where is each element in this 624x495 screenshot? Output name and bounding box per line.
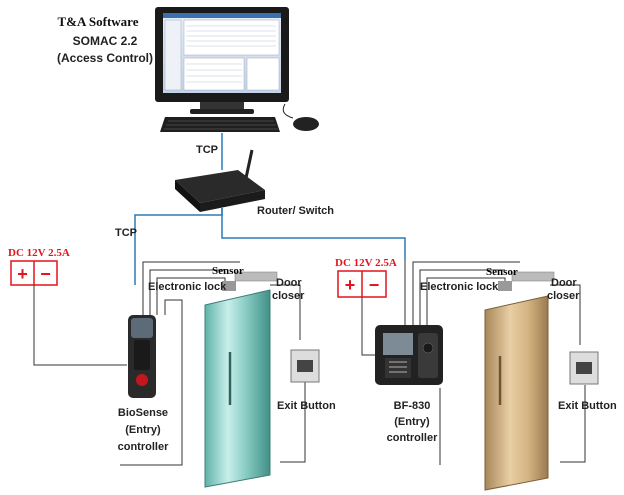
closer-label-right-2: closer — [547, 290, 580, 302]
exit-label-right: Exit Button — [558, 400, 617, 412]
mouse — [282, 103, 319, 131]
controller-right-line1: BF-830 — [394, 400, 431, 412]
closer-label-left-2: closer — [272, 290, 305, 302]
controller-left-line3: controller — [118, 441, 169, 453]
biosense-controller — [128, 315, 156, 398]
tcp-label-top: TCP — [196, 144, 218, 156]
keyboard — [160, 117, 280, 132]
controller-right-line2: (Entry) — [394, 416, 430, 428]
software-product: SOMAC 2.2 — [73, 34, 138, 48]
router-label: Router/ Switch — [257, 205, 334, 217]
software-vendor: T&A Software — [57, 14, 138, 29]
exit-button-left — [290, 349, 320, 383]
controller-left-line1: BioSense — [118, 407, 168, 419]
door-frame-right — [498, 271, 555, 291]
wooden-door — [484, 295, 549, 491]
power-minus-right: − — [369, 275, 380, 295]
controller-right-line3: controller — [387, 432, 438, 444]
closer-label-left-1: Door — [276, 277, 302, 289]
wiring-right — [361, 260, 586, 465]
door-frame-left — [222, 271, 278, 291]
network-lines — [134, 133, 406, 285]
exit-button-right — [569, 351, 599, 385]
glass-door — [204, 289, 271, 488]
sensor-label-left: Sensor — [212, 265, 244, 277]
software-subtitle: (Access Control) — [57, 51, 153, 65]
controller-left-line2: (Entry) — [125, 424, 161, 436]
power-minus-left: − — [40, 264, 51, 284]
exit-label-left: Exit Button — [277, 400, 336, 412]
computer-monitor — [155, 7, 289, 114]
tcp-label-left: TCP — [115, 227, 137, 239]
power-label-left: DC 12V 2.5A — [8, 247, 70, 259]
power-label-right: DC 12V 2.5A — [335, 257, 397, 269]
power-plus-left: + — [17, 264, 28, 284]
bf830-controller — [375, 325, 443, 385]
power-plus-right: + — [345, 275, 356, 295]
sensor-label-right: Sensor — [486, 266, 518, 278]
power-supply-left — [10, 260, 58, 286]
lock-label-left: Electronic lock — [148, 281, 227, 293]
lock-label-right: Electronic lock — [420, 281, 499, 293]
router-switch — [175, 149, 265, 212]
closer-label-right-1: Door — [551, 277, 577, 289]
